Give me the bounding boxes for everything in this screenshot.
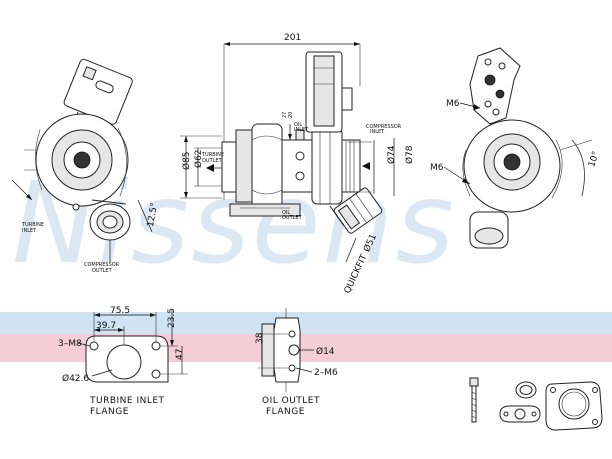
blue-band: [0, 312, 612, 334]
right-bracket: [469, 47, 521, 125]
flange-width-397-label: 39.7: [96, 321, 116, 331]
actuator-can: [63, 58, 133, 125]
dim-20-label: 20: [288, 112, 294, 118]
flange-bore: [106, 344, 142, 380]
flange-height-235-label: 23.5: [167, 308, 177, 328]
kit-parts: [469, 377, 603, 431]
oil-thread-label: 2–M6: [314, 368, 338, 378]
oil-flange-caption-2: FLANGE: [266, 407, 305, 417]
oil-outlet-flange: 38 Ø14 2–M6 OIL OUTLET FLANGE: [255, 308, 338, 417]
o-ring-icon: [515, 381, 537, 399]
m6-top-label: M6: [446, 99, 460, 109]
turbine-flange-caption-1: TURBINE INLET: [89, 396, 165, 406]
flange-bore-label: Ø42.6: [62, 373, 89, 384]
dim-27-label: 27: [282, 112, 288, 118]
turbine-inlet-flange: 75.5 39.7 23.5 47 3–M8 Ø42.6 TURBINE INL…: [58, 306, 188, 417]
large-gasket-icon: [545, 381, 603, 431]
compressor-inlet: [341, 139, 361, 193]
oil-flange-caption-1: OIL OUTLET: [262, 396, 320, 406]
turbine-outlet-flange: [221, 141, 237, 193]
center-housing: [281, 139, 313, 193]
overall-length-label: 201: [284, 33, 301, 43]
dia-74-label: Ø74: [386, 145, 397, 164]
dia-62-label: Ø62: [193, 149, 204, 168]
angle-right-label: 10°: [587, 150, 601, 168]
oil-height-38-label: 38: [255, 332, 265, 344]
dia-78-label: Ø78: [404, 145, 415, 164]
flange-width-755-label: 75.5: [110, 306, 130, 316]
oil-bore-label: Ø14: [316, 346, 335, 357]
turbine-housing-section: [251, 123, 283, 209]
turbine-flange-caption-2: FLANGE: [90, 407, 129, 417]
angle-left-label: 12.5°: [146, 202, 160, 228]
dia-85-label: Ø85: [181, 151, 192, 170]
small-gasket-icon: [499, 405, 541, 423]
quickfit-outlet: [333, 187, 383, 234]
right-turbo-view: M6 M6 10°: [430, 47, 602, 249]
m6-mid-label: M6: [430, 163, 444, 173]
flange-thread-label: 3–M8: [58, 339, 82, 349]
bolt-icon: [469, 377, 479, 423]
compressor-housing: [311, 127, 343, 205]
flange-height-47-label: 47: [175, 349, 185, 360]
